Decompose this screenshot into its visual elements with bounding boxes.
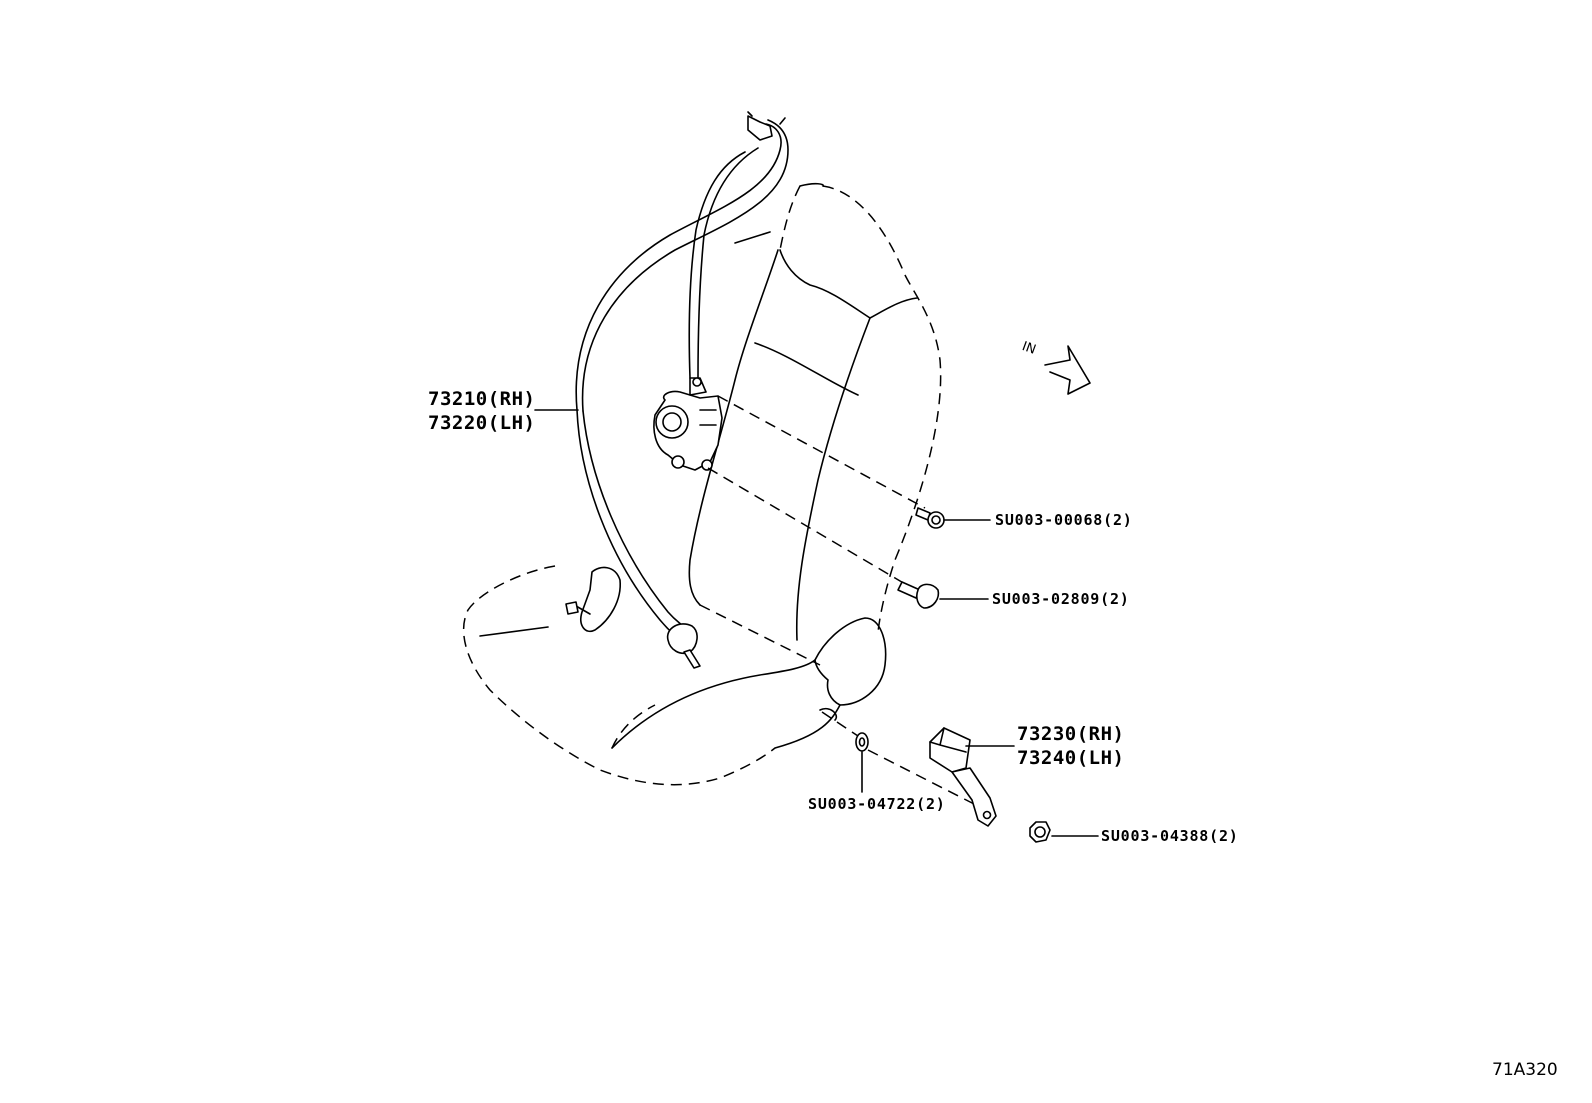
callout-su003-02809: SU003-02809(2)	[992, 590, 1130, 608]
callout-73240-lh: 73240(LH)	[1017, 747, 1125, 769]
callout-73210-rh: 73210(RH)	[428, 388, 536, 410]
bolt-00068	[915, 507, 991, 529]
retractor	[653, 377, 723, 471]
in-arrow-icon	[1044, 345, 1091, 395]
callout-su003-00068: SU003-00068(2)	[995, 511, 1133, 529]
callout-su003-04722: SU003-04722(2)	[808, 795, 946, 813]
nut-04388	[1029, 821, 1099, 843]
washer-04722	[855, 732, 869, 793]
callout-73220-lh: 73220(LH)	[428, 412, 536, 434]
diagram-code: 71A320	[1492, 1060, 1558, 1080]
seat-belt-webbing	[565, 111, 789, 669]
bolt-02809	[897, 581, 989, 609]
callout-su003-04388: SU003-04388(2)	[1101, 827, 1239, 845]
seat-outline	[462, 182, 942, 786]
buckle-assembly	[929, 727, 1015, 827]
install-lines	[707, 395, 979, 807]
callout-73230-rh: 73230(RH)	[1017, 723, 1125, 745]
